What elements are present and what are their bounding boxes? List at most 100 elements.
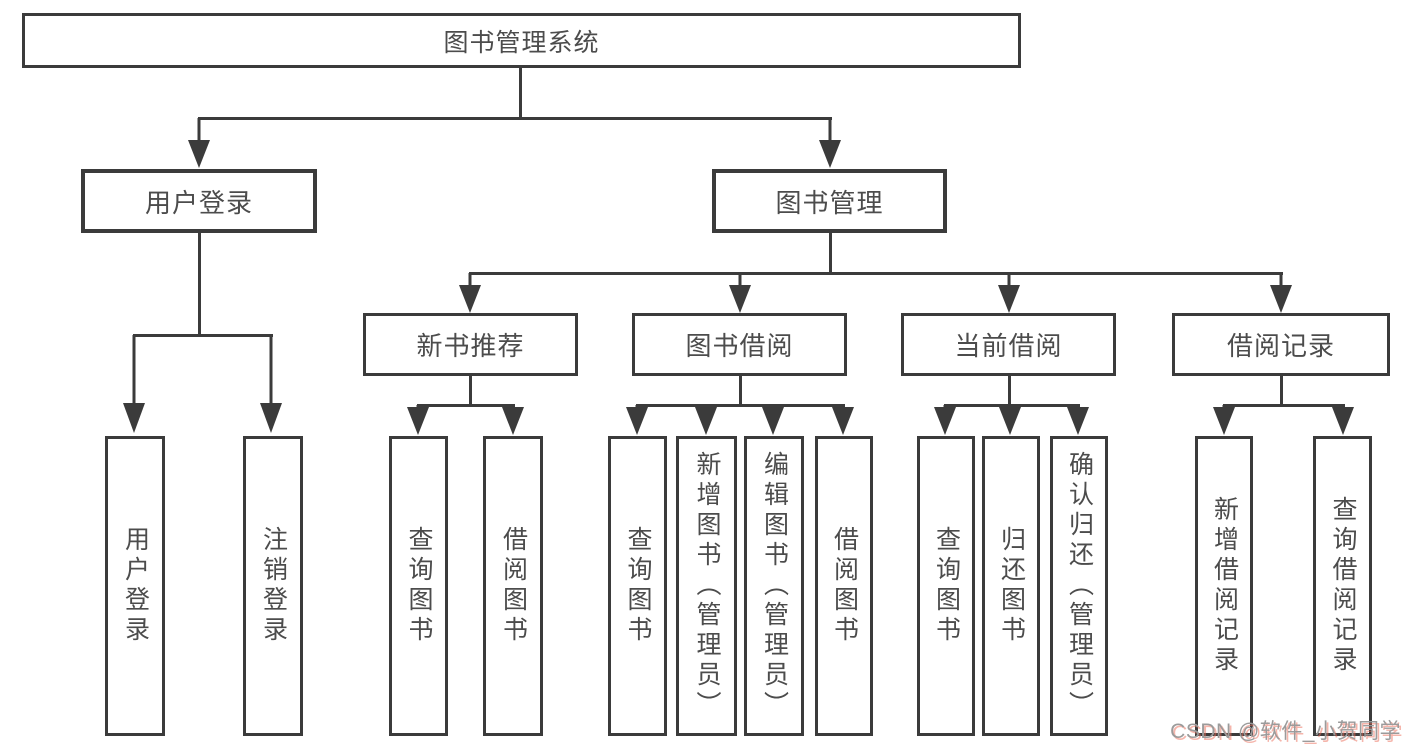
- arrow-down-icon: [188, 118, 210, 168]
- connector-line: [469, 272, 1283, 275]
- arrow-shaft: [635, 405, 639, 407]
- arrow-head: [998, 285, 1020, 313]
- arrow-head: [188, 140, 210, 168]
- connector-line: [198, 233, 201, 335]
- arrow-shaft: [943, 405, 947, 407]
- arrow-head: [819, 140, 841, 168]
- node-label: 归还图书: [997, 526, 1026, 646]
- connector-line: [1223, 404, 1345, 407]
- arrow-down-icon: [459, 273, 481, 313]
- arrow-shaft: [704, 405, 708, 407]
- arrow-shaft: [1008, 405, 1012, 407]
- node-label: 查询借阅记录: [1329, 496, 1357, 676]
- node-label: 新增图书（管理员）: [693, 451, 721, 721]
- arrow-head: [626, 407, 648, 435]
- node-label: 查询图书: [932, 526, 961, 646]
- connector-line: [739, 375, 742, 406]
- arrow-head: [1332, 407, 1354, 435]
- leaf-borrow-books: 借阅图书: [815, 436, 873, 736]
- arrow-head: [502, 407, 524, 435]
- arrow-head: [1213, 407, 1235, 435]
- node-label: 借阅记录: [1226, 331, 1335, 361]
- node-label: 确认归还（管理员）: [1065, 451, 1094, 721]
- arrow-head: [695, 407, 717, 435]
- node-current-borrow: 当前借阅: [901, 313, 1116, 376]
- arrow-head: [407, 407, 429, 435]
- leaf-add-book-admin: 新增图书（管理员）: [676, 436, 737, 736]
- arrow-shaft: [771, 405, 775, 407]
- leaf-query-books-recommend: 查询图书: [389, 436, 448, 736]
- node-borrow-records: 借阅记录: [1172, 313, 1390, 376]
- arrow-shaft: [269, 335, 273, 403]
- arrow-shaft: [1341, 405, 1345, 407]
- connector-line: [1008, 375, 1011, 406]
- leaf-query-books-borrow: 查询图书: [608, 436, 667, 736]
- arrow-down-icon: [1067, 405, 1089, 435]
- node-label: 图书借阅: [685, 331, 794, 361]
- connector-line: [1280, 375, 1283, 406]
- arrow-shaft: [416, 405, 420, 407]
- connector-line: [829, 233, 832, 273]
- node-label: 查询图书: [405, 526, 433, 646]
- node-label: 新书推荐: [416, 331, 525, 361]
- connector-line: [417, 404, 515, 407]
- arrow-down-icon: [729, 273, 751, 313]
- arrow-down-icon: [626, 405, 648, 435]
- arrow-head: [260, 403, 282, 433]
- arrow-head: [123, 403, 145, 433]
- arrow-shaft: [738, 273, 742, 285]
- node-label: 编辑图书（管理员）: [760, 451, 789, 721]
- node-library-system: 图书管理系统: [22, 13, 1021, 68]
- arrow-head: [762, 407, 784, 435]
- arrow-down-icon: [407, 405, 429, 435]
- arrow-shaft: [197, 118, 201, 140]
- arrow-down-icon: [1213, 405, 1235, 435]
- arrow-head: [1270, 285, 1292, 313]
- node-label: 图书管理系统: [443, 28, 600, 57]
- node-book-management: 图书管理: [712, 169, 947, 233]
- arrow-down-icon: [762, 405, 784, 435]
- leaf-borrow-books-recommend: 借阅图书: [483, 436, 543, 736]
- csdn-watermark: CSDN @软件_小贺同学: [1170, 720, 1401, 743]
- leaf-query-borrow-record: 查询借阅记录: [1313, 436, 1372, 736]
- node-label: 借阅图书: [830, 526, 859, 646]
- arrow-down-icon: [1332, 405, 1354, 435]
- arrow-shaft: [468, 273, 472, 285]
- arrow-down-icon: [999, 405, 1021, 435]
- node-book-borrow: 图书借阅: [632, 313, 847, 376]
- node-label: 当前借阅: [954, 331, 1063, 361]
- node-label: 新增借阅记录: [1210, 496, 1239, 676]
- arrow-down-icon: [260, 335, 282, 433]
- leaf-return-book: 归还图书: [982, 436, 1040, 736]
- node-user-login: 用户登录: [81, 169, 317, 233]
- arrow-shaft: [1279, 273, 1283, 285]
- node-label: 图书管理: [775, 187, 884, 218]
- leaf-edit-book-admin: 编辑图书（管理员）: [744, 436, 804, 736]
- arrow-shaft: [828, 118, 832, 140]
- arrow-shaft: [1007, 273, 1011, 285]
- arrow-down-icon: [819, 118, 841, 168]
- arrow-down-icon: [123, 335, 145, 433]
- arrow-head: [934, 407, 956, 435]
- arrow-down-icon: [998, 273, 1020, 313]
- arrow-head: [459, 285, 481, 313]
- connector-line: [469, 375, 472, 406]
- arrow-head: [832, 407, 854, 435]
- arrow-head: [729, 285, 751, 313]
- connector-line: [944, 404, 1080, 407]
- arrow-down-icon: [1270, 273, 1292, 313]
- arrow-down-icon: [695, 405, 717, 435]
- node-label: 借阅图书: [499, 526, 528, 646]
- connector-line: [198, 117, 832, 120]
- connector-line: [133, 334, 273, 337]
- leaf-user-login: 用户登录: [105, 436, 165, 736]
- arrow-head: [1067, 407, 1089, 435]
- arrow-down-icon: [832, 405, 854, 435]
- arrow-shaft: [841, 405, 845, 407]
- arrow-head: [999, 407, 1021, 435]
- leaf-add-borrow-record: 新增借阅记录: [1195, 436, 1253, 736]
- leaf-query-books-current: 查询图书: [917, 436, 975, 736]
- node-label: 注销登录: [259, 526, 288, 646]
- arrow-shaft: [1076, 405, 1080, 407]
